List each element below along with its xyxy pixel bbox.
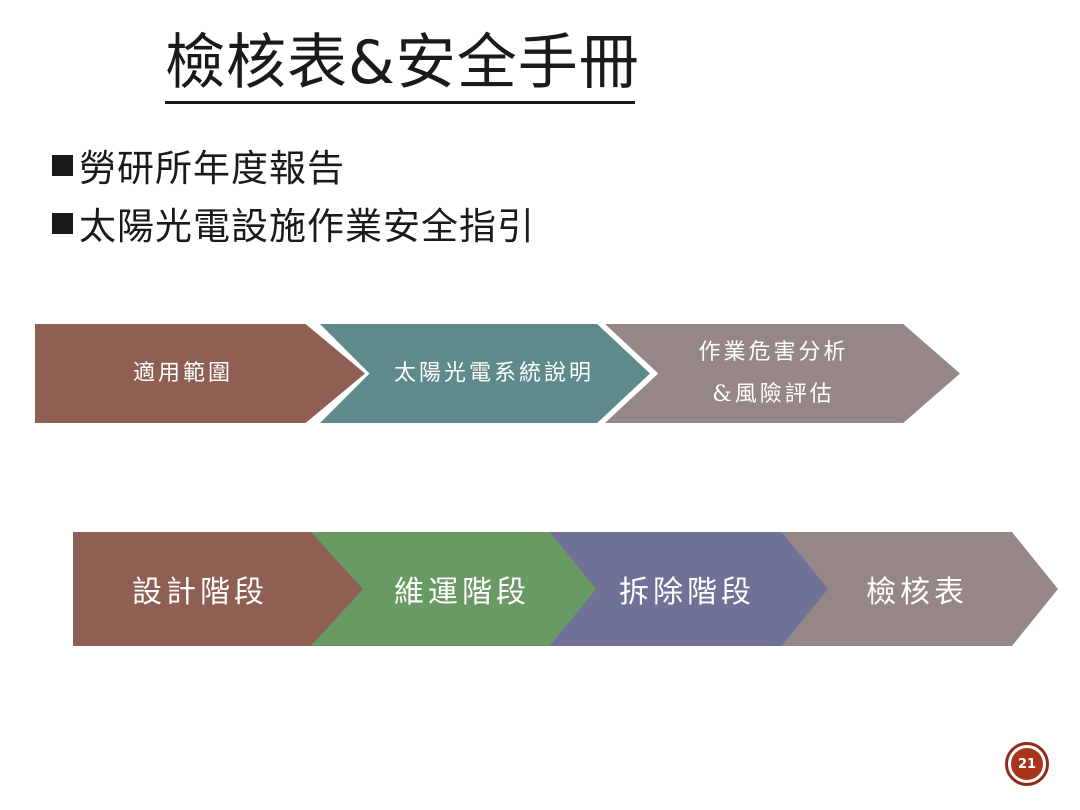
bullet-item: 勞研所年度報告 (52, 136, 535, 194)
step-label: 設計階段 (132, 575, 268, 610)
step-label: 適用範圍 (132, 360, 233, 386)
step-label: 維運階段 (394, 575, 530, 610)
step-label: 作業危害分析 &風險評估 (698, 339, 849, 407)
bullet-item: 太陽光電設施作業安全指引 (52, 194, 535, 252)
process-flow-bottom: 設計階段 維運階段 拆除階段 檢核表 (73, 532, 1058, 646)
page-number-badge: 21 (1005, 742, 1049, 786)
square-bullet-icon (52, 212, 73, 234)
title-underline (165, 101, 635, 104)
step-label: 太陽光電系統說明 (393, 360, 594, 386)
chevron-step: 太陽光電系統說明 (320, 324, 650, 423)
bullet-text: 勞研所年度報告 (79, 147, 345, 190)
step-label: 拆除階段 (619, 575, 755, 610)
square-bullet-icon (52, 154, 73, 176)
chevron-step: 設計階段 (73, 532, 363, 646)
chevron-step: 作業危害分析 &風險評估 (605, 324, 960, 423)
bullet-list: 勞研所年度報告 太陽光電設施作業安全指引 (52, 136, 535, 252)
bullet-text: 太陽光電設施作業安全指引 (79, 205, 535, 248)
page-number: 21 (1011, 748, 1043, 780)
step-label: 檢核表 (866, 575, 968, 610)
process-flow-top: 適用範圍 太陽光電系統說明 作業危害分析 &風險評估 (35, 324, 960, 423)
chevron-step: 適用範圍 (35, 324, 365, 423)
slide-title: 檢核表&安全手冊 (165, 28, 640, 98)
